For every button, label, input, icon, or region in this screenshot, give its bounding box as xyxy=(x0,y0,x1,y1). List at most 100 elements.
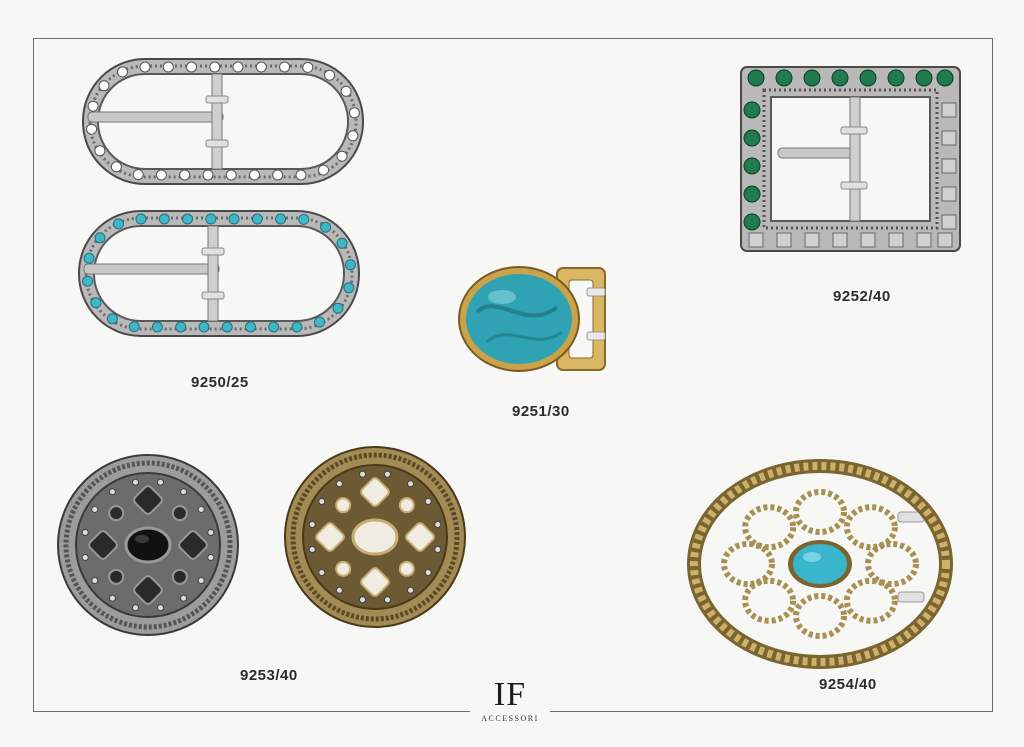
black-stone xyxy=(178,530,208,560)
small-stud xyxy=(359,596,367,604)
turquoise-bead xyxy=(90,297,102,309)
small-stud xyxy=(335,480,343,488)
buckle-9253-cream xyxy=(280,440,475,635)
cream-stone xyxy=(335,560,352,577)
rhinestone xyxy=(295,169,307,181)
turquoise-bead xyxy=(175,321,187,333)
rhinestone xyxy=(87,100,99,112)
metal-stud xyxy=(832,232,848,248)
green-stone xyxy=(859,69,877,87)
turquoise-bead xyxy=(198,321,210,333)
turquoise-bead xyxy=(221,321,233,333)
small-stud xyxy=(156,604,164,612)
turquoise-bead xyxy=(182,213,193,225)
turquoise-bead xyxy=(128,321,140,333)
black-stone xyxy=(88,530,118,560)
turquoise-bead xyxy=(158,213,170,225)
green-stone xyxy=(743,185,761,203)
cream-stone xyxy=(398,497,415,514)
rhinestone xyxy=(132,169,144,181)
code-label-9253: 9253/40 xyxy=(240,667,298,684)
rhinestone xyxy=(179,169,191,181)
turquoise-bead xyxy=(291,321,303,333)
metal-stud xyxy=(941,130,957,146)
green-stone xyxy=(747,69,765,87)
filigree-loop xyxy=(742,577,797,624)
rhinestone xyxy=(340,85,352,97)
turquoise-bead xyxy=(94,232,106,244)
turquoise-bead xyxy=(83,252,95,264)
filigree-loop xyxy=(793,489,847,535)
rhinestone xyxy=(225,169,237,181)
green-stone xyxy=(915,69,933,87)
green-stone xyxy=(743,129,761,147)
turquoise-bead xyxy=(275,213,287,225)
metal-stud xyxy=(860,232,876,248)
small-stud xyxy=(156,478,164,486)
turquoise-bead xyxy=(320,221,332,233)
filigree-loop xyxy=(865,541,919,587)
green-stone xyxy=(936,69,954,87)
brand-mark: IF xyxy=(493,676,527,713)
green-stone xyxy=(803,69,821,87)
metal-stud xyxy=(776,232,792,248)
filigree-loop xyxy=(721,541,775,587)
green-stone xyxy=(775,69,793,87)
small-stud xyxy=(81,529,89,537)
small-stud xyxy=(207,529,215,537)
turquoise-bead xyxy=(245,321,256,333)
cream-stone xyxy=(405,522,435,552)
buckle-9250-crystal xyxy=(78,54,368,189)
rhinestone xyxy=(86,123,98,135)
buckle-9250-turquoise-drawing xyxy=(78,210,360,337)
rhinestone xyxy=(232,61,244,73)
turquoise-bead xyxy=(228,213,240,225)
cream-stone xyxy=(360,477,390,507)
small-stud xyxy=(383,596,391,604)
green-stone xyxy=(887,69,905,87)
rhinestone xyxy=(94,145,106,157)
metal-stud xyxy=(941,102,957,118)
rhinestone xyxy=(336,150,348,162)
small-stud xyxy=(407,586,415,594)
code-label-9252: 9252/40 xyxy=(833,288,891,305)
metal-stud xyxy=(941,158,957,174)
brand-logo: IF ACCESSORI xyxy=(470,676,550,732)
small-stud xyxy=(197,577,205,585)
turquoise-bead xyxy=(251,213,263,225)
buckle-9250-crystal-drawing xyxy=(82,58,364,185)
buckle-9253-black xyxy=(56,448,251,643)
small-stud xyxy=(424,569,432,577)
buckle-9253-black-drawing xyxy=(57,454,239,636)
metal-stud xyxy=(804,232,820,248)
rhinestone xyxy=(302,61,314,73)
small-stud xyxy=(81,553,89,561)
turquoise-bead xyxy=(113,218,124,230)
rhinestone xyxy=(318,164,329,176)
metal-stud xyxy=(937,232,953,248)
turquoise-bead xyxy=(344,259,356,271)
black-stone xyxy=(108,505,125,522)
code-label-9251: 9251/30 xyxy=(512,403,570,420)
turquoise-bead xyxy=(135,213,147,225)
black-stone xyxy=(171,505,188,522)
turquoise-bead xyxy=(82,275,94,287)
buckle-9254 xyxy=(687,459,960,669)
buckle-9251-drawing xyxy=(458,266,606,372)
small-stud xyxy=(424,497,432,505)
green-stone xyxy=(743,101,761,119)
small-stud xyxy=(180,594,188,602)
metal-stud xyxy=(748,232,764,248)
turquoise-bead xyxy=(336,237,348,249)
small-stud xyxy=(180,488,188,496)
small-stud xyxy=(91,577,99,585)
buckle-9253-cream-drawing xyxy=(284,446,466,628)
small-stud xyxy=(383,470,391,478)
rhinestone xyxy=(202,169,214,181)
filigree-loop xyxy=(793,593,847,639)
rhinestone xyxy=(155,169,167,181)
small-stud xyxy=(434,545,442,553)
rhinestone xyxy=(249,169,260,181)
metal-stud xyxy=(941,214,957,230)
